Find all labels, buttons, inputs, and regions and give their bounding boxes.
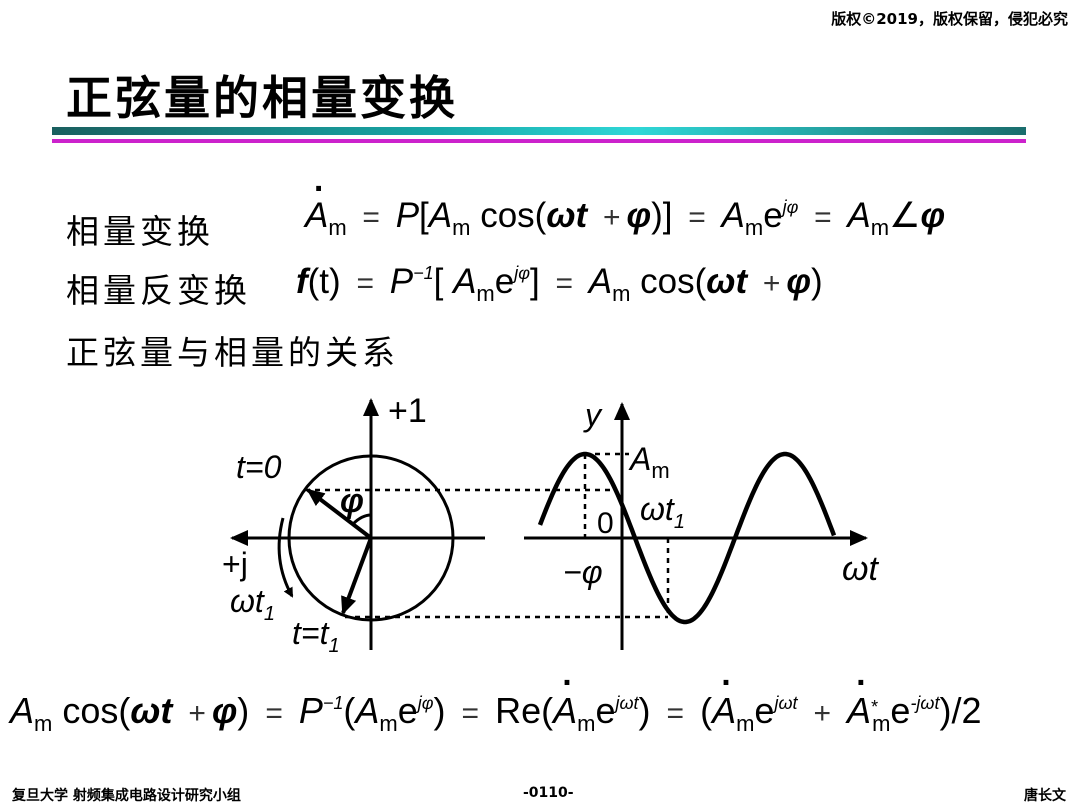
label-plus1: +1 (388, 392, 427, 430)
label-am: Am (628, 441, 670, 483)
formula-phasor-transform: Am = P[Am cos(ωt +φ)] = Amejφ = Am∠φ (305, 170, 945, 241)
label-phi: φ (340, 482, 364, 520)
label-zero: 0 (597, 507, 614, 540)
label-y: y (583, 397, 603, 433)
footer-page-number: -0110- (523, 785, 574, 801)
copyright-text: 版权©2019，版权保留，侵犯必究 (831, 10, 1068, 28)
phasor-circle (287, 454, 455, 622)
label-neg-phi: −φ (563, 554, 603, 590)
title-underline-magenta (52, 139, 1026, 143)
label-t-equals-t1: t=t1 (292, 615, 340, 657)
label-plusj: +j (222, 546, 248, 582)
slide-title: 正弦量的相量变换 (66, 71, 458, 125)
footer-affiliation: 复旦大学 射频集成电路设计研究小组 (12, 788, 241, 804)
phi-arc (351, 513, 372, 526)
formula-relation: Am cos(ωt +φ) = P−1(Amejφ) = Re(Amejωt) … (10, 664, 981, 737)
label-wt1-wave: ωt1 (640, 491, 685, 533)
formula-inverse-transform: f(t) = P−1[ Amejφ] = Am cos(ωt +φ) (296, 262, 823, 306)
title-underline-teal (52, 127, 1026, 135)
label-phasor-transform: 相量变换 (66, 212, 214, 251)
rotation-arc (277, 517, 294, 598)
footer-author: 唐长文 (1024, 788, 1066, 804)
label-wt1-circle: ωt1 (230, 583, 275, 625)
label-inverse-transform: 相量反变换 (66, 271, 251, 310)
label-relation: 正弦量与相量的关系 (66, 333, 399, 372)
label-t0: t=0 (236, 449, 282, 485)
sinusoid-curve (537, 451, 837, 625)
label-wt-axis: ωt (842, 550, 879, 588)
phasor-t0 (306, 488, 373, 540)
phasor-t1 (341, 537, 373, 615)
